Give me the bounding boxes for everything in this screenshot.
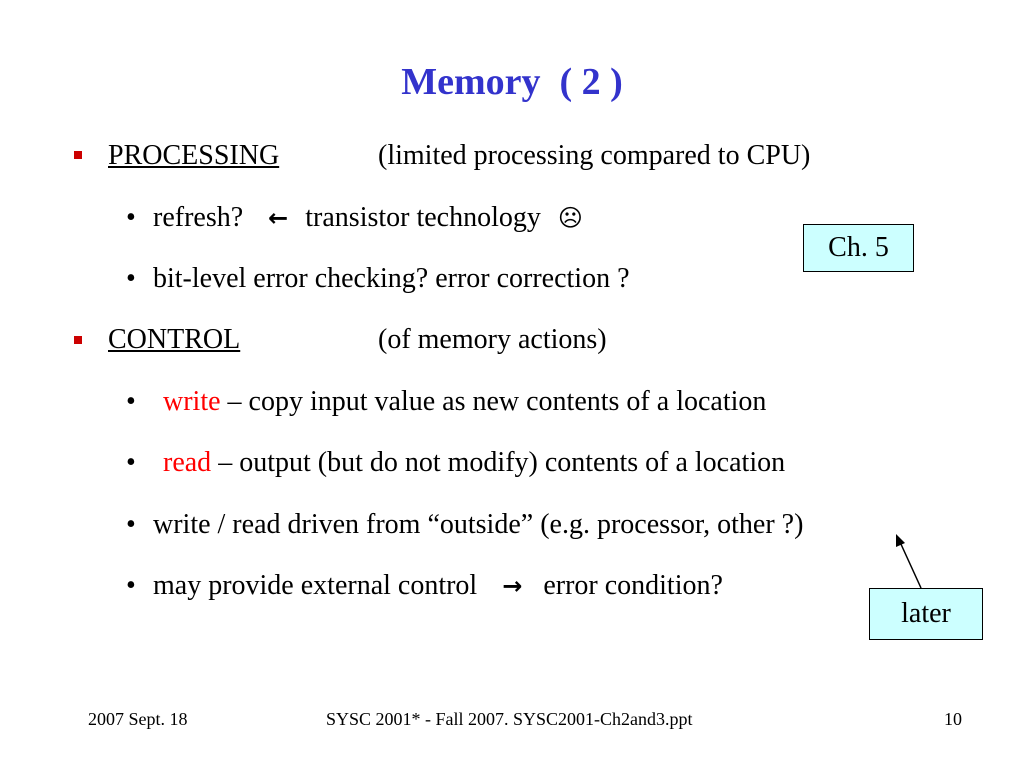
footer-course: SYSC 2001* - Fall 2007. SYSC2001-Ch2and3… xyxy=(326,709,693,729)
round-bullet-icon: • xyxy=(126,509,136,540)
write-item: write – copy input value as new contents… xyxy=(163,384,766,420)
round-bullet-icon: • xyxy=(126,202,136,233)
refresh-pre: refresh? xyxy=(153,202,244,233)
control-heading: CONTROL xyxy=(108,324,241,355)
read-keyword: read xyxy=(163,447,212,478)
write-keyword: write xyxy=(163,386,221,417)
round-bullet-icon: • xyxy=(126,263,136,294)
slide-title: Memory ( 2 ) xyxy=(401,61,623,103)
processing-note: (limited processing compared to CPU) xyxy=(378,140,811,171)
round-bullet-icon: • xyxy=(126,570,136,601)
later-callout: later xyxy=(869,588,983,640)
sad-face-icon: ☹ xyxy=(557,204,583,232)
error-check-item: bit-level error checking? error correcti… xyxy=(153,263,630,294)
refresh-post: transistor technology xyxy=(305,202,541,233)
right-arrow-icon: → xyxy=(502,572,523,600)
square-bullet-icon xyxy=(74,336,82,344)
footer-page-number: 10 xyxy=(944,709,962,729)
footer-date: 2007 Sept. 18 xyxy=(88,709,188,729)
round-bullet-icon: • xyxy=(126,447,136,478)
chapter-callout: Ch. 5 xyxy=(803,224,914,272)
read-item: read – output (but do not modify) conten… xyxy=(163,445,785,481)
external-control-post: error condition? xyxy=(543,570,723,601)
read-description: – output (but do not modify) contents of… xyxy=(211,447,786,478)
external-control-pre: may provide external control xyxy=(153,570,478,601)
driven-item: write / read driven from “outside” (e.g.… xyxy=(153,509,804,540)
refresh-item: refresh? ← transistor technology ☹ xyxy=(153,200,583,236)
left-arrow-icon: ← xyxy=(268,204,289,232)
external-control-item: may provide external control → error con… xyxy=(153,568,723,604)
square-bullet-icon xyxy=(74,151,82,159)
processing-heading: PROCESSING xyxy=(108,140,280,171)
write-description: – copy input value as new contents of a … xyxy=(220,386,767,417)
control-note: (of memory actions) xyxy=(378,324,607,355)
round-bullet-icon: • xyxy=(126,386,136,417)
